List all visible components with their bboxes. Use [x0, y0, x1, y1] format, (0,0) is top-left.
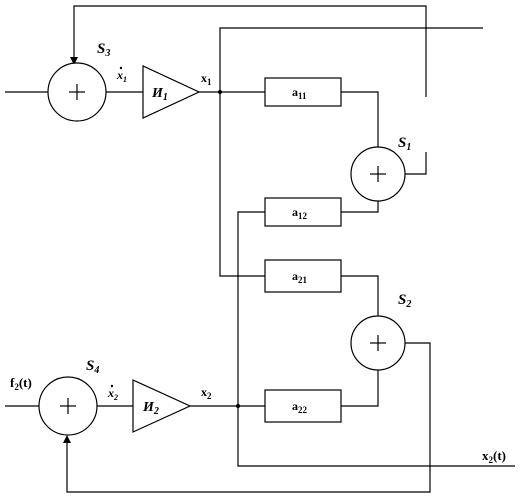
label-x1-dot: x1 [116, 66, 127, 84]
coef-block-a21 [264, 259, 342, 293]
line-x2-output [237, 406, 515, 467]
label-i1: И1 [151, 86, 168, 103]
label-s3: S3 [97, 41, 110, 59]
label-x2-dot: x2 [107, 384, 118, 402]
label-a22: a22 [292, 399, 308, 415]
junction-x2 [236, 404, 240, 408]
line-x1-to-a21 [219, 92, 265, 277]
label-a11: a11 [292, 85, 307, 101]
label-f2t: f2(t) [10, 375, 32, 392]
summer-s4 [38, 376, 98, 436]
coef-block-a12 [264, 197, 342, 227]
coef-block-a22 [264, 389, 342, 423]
integrator-i2 [132, 379, 192, 433]
signal-lines [5, 5, 515, 493]
integrator-i1 [142, 65, 201, 119]
line-a21-to-s2 [341, 275, 379, 316]
line-feedback-to-s3 [70, 5, 427, 97]
label-x2: x2 [201, 385, 212, 401]
line-s1-output [405, 152, 427, 175]
svg-text:x1: x1 [116, 68, 127, 84]
label-s4: S4 [86, 358, 99, 376]
label-x1: x1 [201, 71, 212, 87]
label-a21: a21 [292, 269, 308, 285]
summer-s2 [350, 315, 406, 371]
label-s1: S1 [398, 135, 411, 153]
line-a22-to-s2 [341, 370, 379, 407]
coef-block-a11 [264, 77, 342, 107]
label-s2: S2 [398, 292, 411, 310]
label-i2: И2 [142, 400, 159, 417]
line-feedback-to-s4 [63, 342, 431, 493]
label-x2t: x2(t) [482, 448, 506, 465]
label-a12: a12 [292, 205, 308, 221]
summer-s1 [350, 146, 406, 202]
svg-text:x2: x2 [107, 386, 118, 402]
summer-s3 [47, 62, 107, 122]
line-x1-top-output [219, 27, 483, 92]
line-a11-to-s1 [341, 91, 379, 148]
line-a12-to-s1 [341, 200, 379, 213]
line-x2-to-a12 [237, 211, 265, 406]
junction-x1 [218, 90, 222, 94]
